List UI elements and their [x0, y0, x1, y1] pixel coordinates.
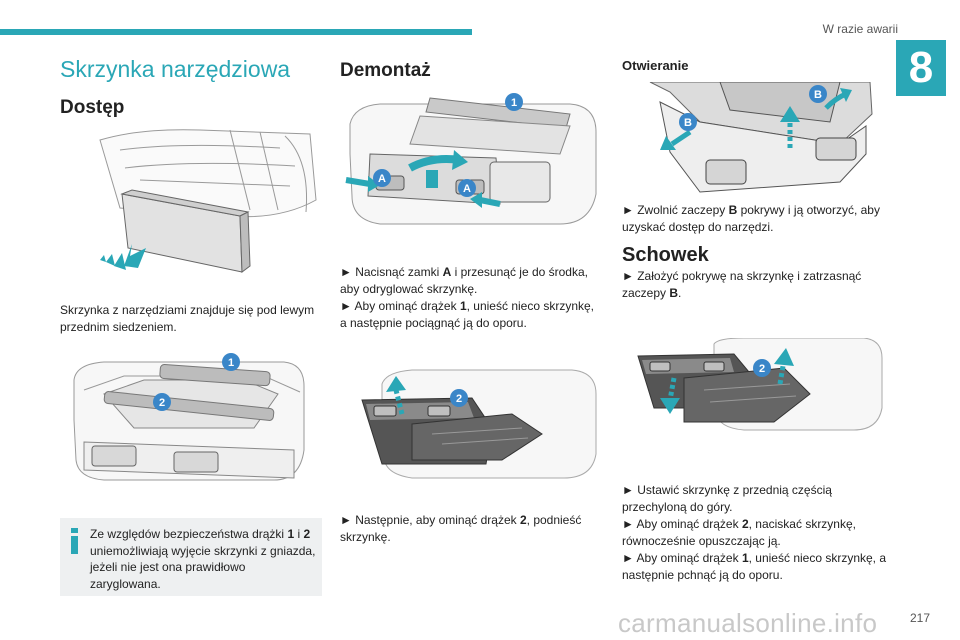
watermark: carmanualsonline.info: [618, 608, 878, 638]
opening-step: ► Zwolnić zaczepy B pokrywy i ją otworzy…: [622, 203, 880, 234]
toolbox-lift-illustration: 2: [352, 364, 602, 484]
toolbox-insert-illustration: 2: [634, 338, 884, 438]
info-note: Ze względów bezpieczeństwa drążki 1 i 2 …: [60, 518, 322, 596]
toolbox-latch-illustration: 1 A A: [340, 84, 605, 234]
page-title: Skrzynka narzędziowa: [60, 56, 291, 82]
info-note-text: Ze względów bezpieczeństwa drążki 1 i 2 …: [90, 527, 316, 591]
storage-step-1: ► Założyć pokrywę na skrzynkę i zatrzasn…: [622, 269, 862, 300]
callout-a: A: [378, 173, 386, 185]
chapter-badge: 8: [896, 40, 946, 96]
toolbox-open-illustration: B B: [640, 82, 880, 194]
callout-1: 1: [228, 357, 234, 369]
section-title: W razie awarii: [822, 22, 898, 36]
removal-heading: Demontaż: [340, 60, 431, 81]
callout-1: 1: [511, 97, 517, 109]
callout-2: 2: [159, 397, 165, 409]
callout-2: 2: [759, 363, 765, 375]
access-description: Skrzynka z narzędziami znajduje się pod …: [60, 303, 315, 334]
access-heading: Dostęp: [60, 97, 125, 118]
opening-heading: Otwieranie: [622, 58, 689, 73]
storage-step-2: ► Ustawić skrzynkę z przednią częścią pr…: [622, 483, 832, 514]
callout-b: B: [684, 117, 692, 129]
page-number: 217: [909, 611, 930, 625]
info-icon: [68, 528, 82, 554]
seat-illustration: [80, 120, 320, 280]
callout-2: 2: [456, 393, 462, 405]
toolbox-bars-illustration: 1 2: [64, 350, 320, 500]
removal-step-2: ► Aby ominąć drążek 1, unieść nieco skrz…: [340, 299, 595, 330]
storage-step-3: ► Aby ominąć drążek 2, naciskać skrzynkę…: [622, 517, 856, 548]
storage-step-4: ► Aby ominąć drążek 1, unieść nieco skrz…: [622, 551, 887, 582]
storage-heading: Schowek: [622, 244, 709, 266]
header-accent-bar: [0, 29, 472, 35]
removal-step-1: ► Nacisnąć zamki A i przesunąć je do śro…: [340, 265, 588, 296]
removal-step-3: ► Następnie, aby ominąć drążek 2, podnie…: [340, 513, 582, 544]
callout-a: A: [463, 183, 471, 195]
callout-b: B: [814, 89, 822, 101]
